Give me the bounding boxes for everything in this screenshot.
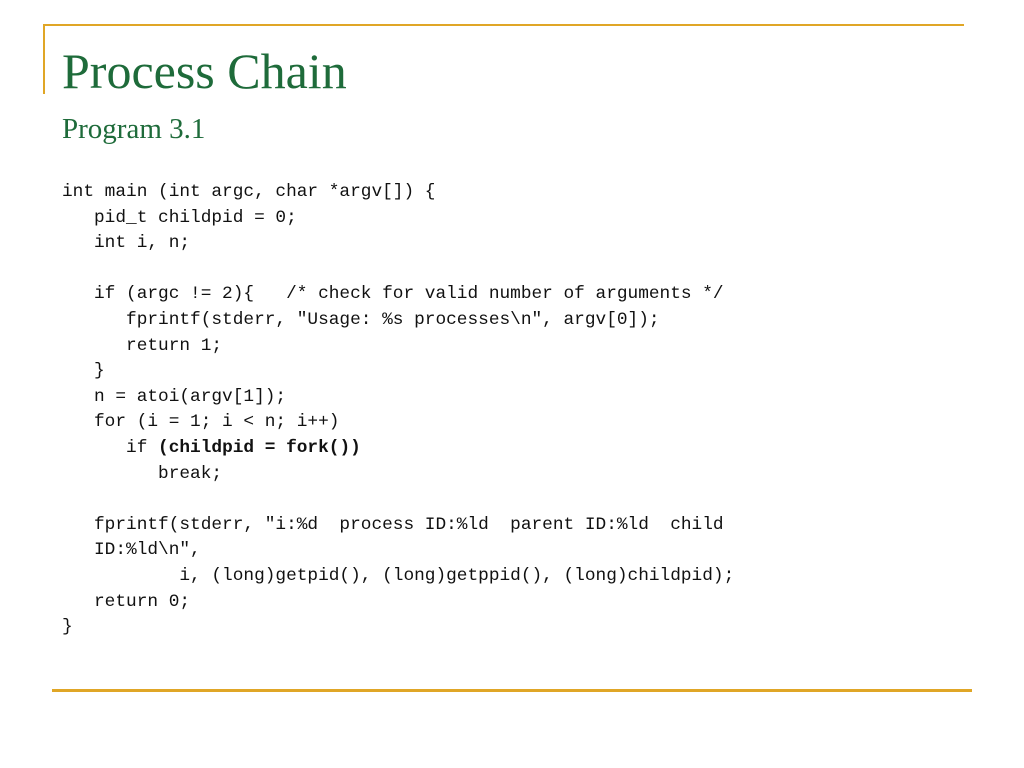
code-line: }: [62, 361, 105, 382]
top-border-line: [43, 24, 964, 26]
code-line: if (argc != 2){ /* check for valid numbe…: [62, 284, 724, 305]
code-line: [62, 257, 734, 283]
code-line: ID:%ld\n",: [62, 540, 201, 561]
code-if-keyword: if: [62, 437, 159, 458]
code-line: int i, n;: [62, 233, 191, 254]
code-line: [62, 487, 734, 513]
code-line: fprintf(stderr, "Usage: %s processes\n",…: [62, 309, 660, 330]
slide-subtitle: Program 3.1: [62, 113, 206, 145]
code-block: int main (int argc, char *argv[]) { pid_…: [62, 180, 734, 641]
code-line: i, (long)getpid(), (long)getppid(), (lon…: [62, 565, 735, 586]
slide-title: Process Chain: [62, 43, 347, 99]
code-line: return 1;: [62, 335, 223, 356]
code-line: if (childpid = fork()): [62, 436, 734, 462]
bottom-border-line: [52, 689, 972, 692]
code-line: n = atoi(argv[1]);: [62, 386, 287, 407]
code-fork-call: (childpid = fork()): [158, 437, 361, 458]
code-line: pid_t childpid = 0;: [62, 207, 297, 228]
code-line: return 0;: [62, 591, 191, 612]
code-line: for (i = 1; i < n; i++): [62, 412, 340, 433]
code-line: }: [62, 617, 73, 638]
left-border-line: [43, 24, 45, 94]
code-line: int main (int argc, char *argv[]) {: [62, 182, 436, 202]
code-line: fprintf(stderr, "i:%d process ID:%ld par…: [62, 514, 724, 535]
code-line: break;: [62, 463, 223, 484]
